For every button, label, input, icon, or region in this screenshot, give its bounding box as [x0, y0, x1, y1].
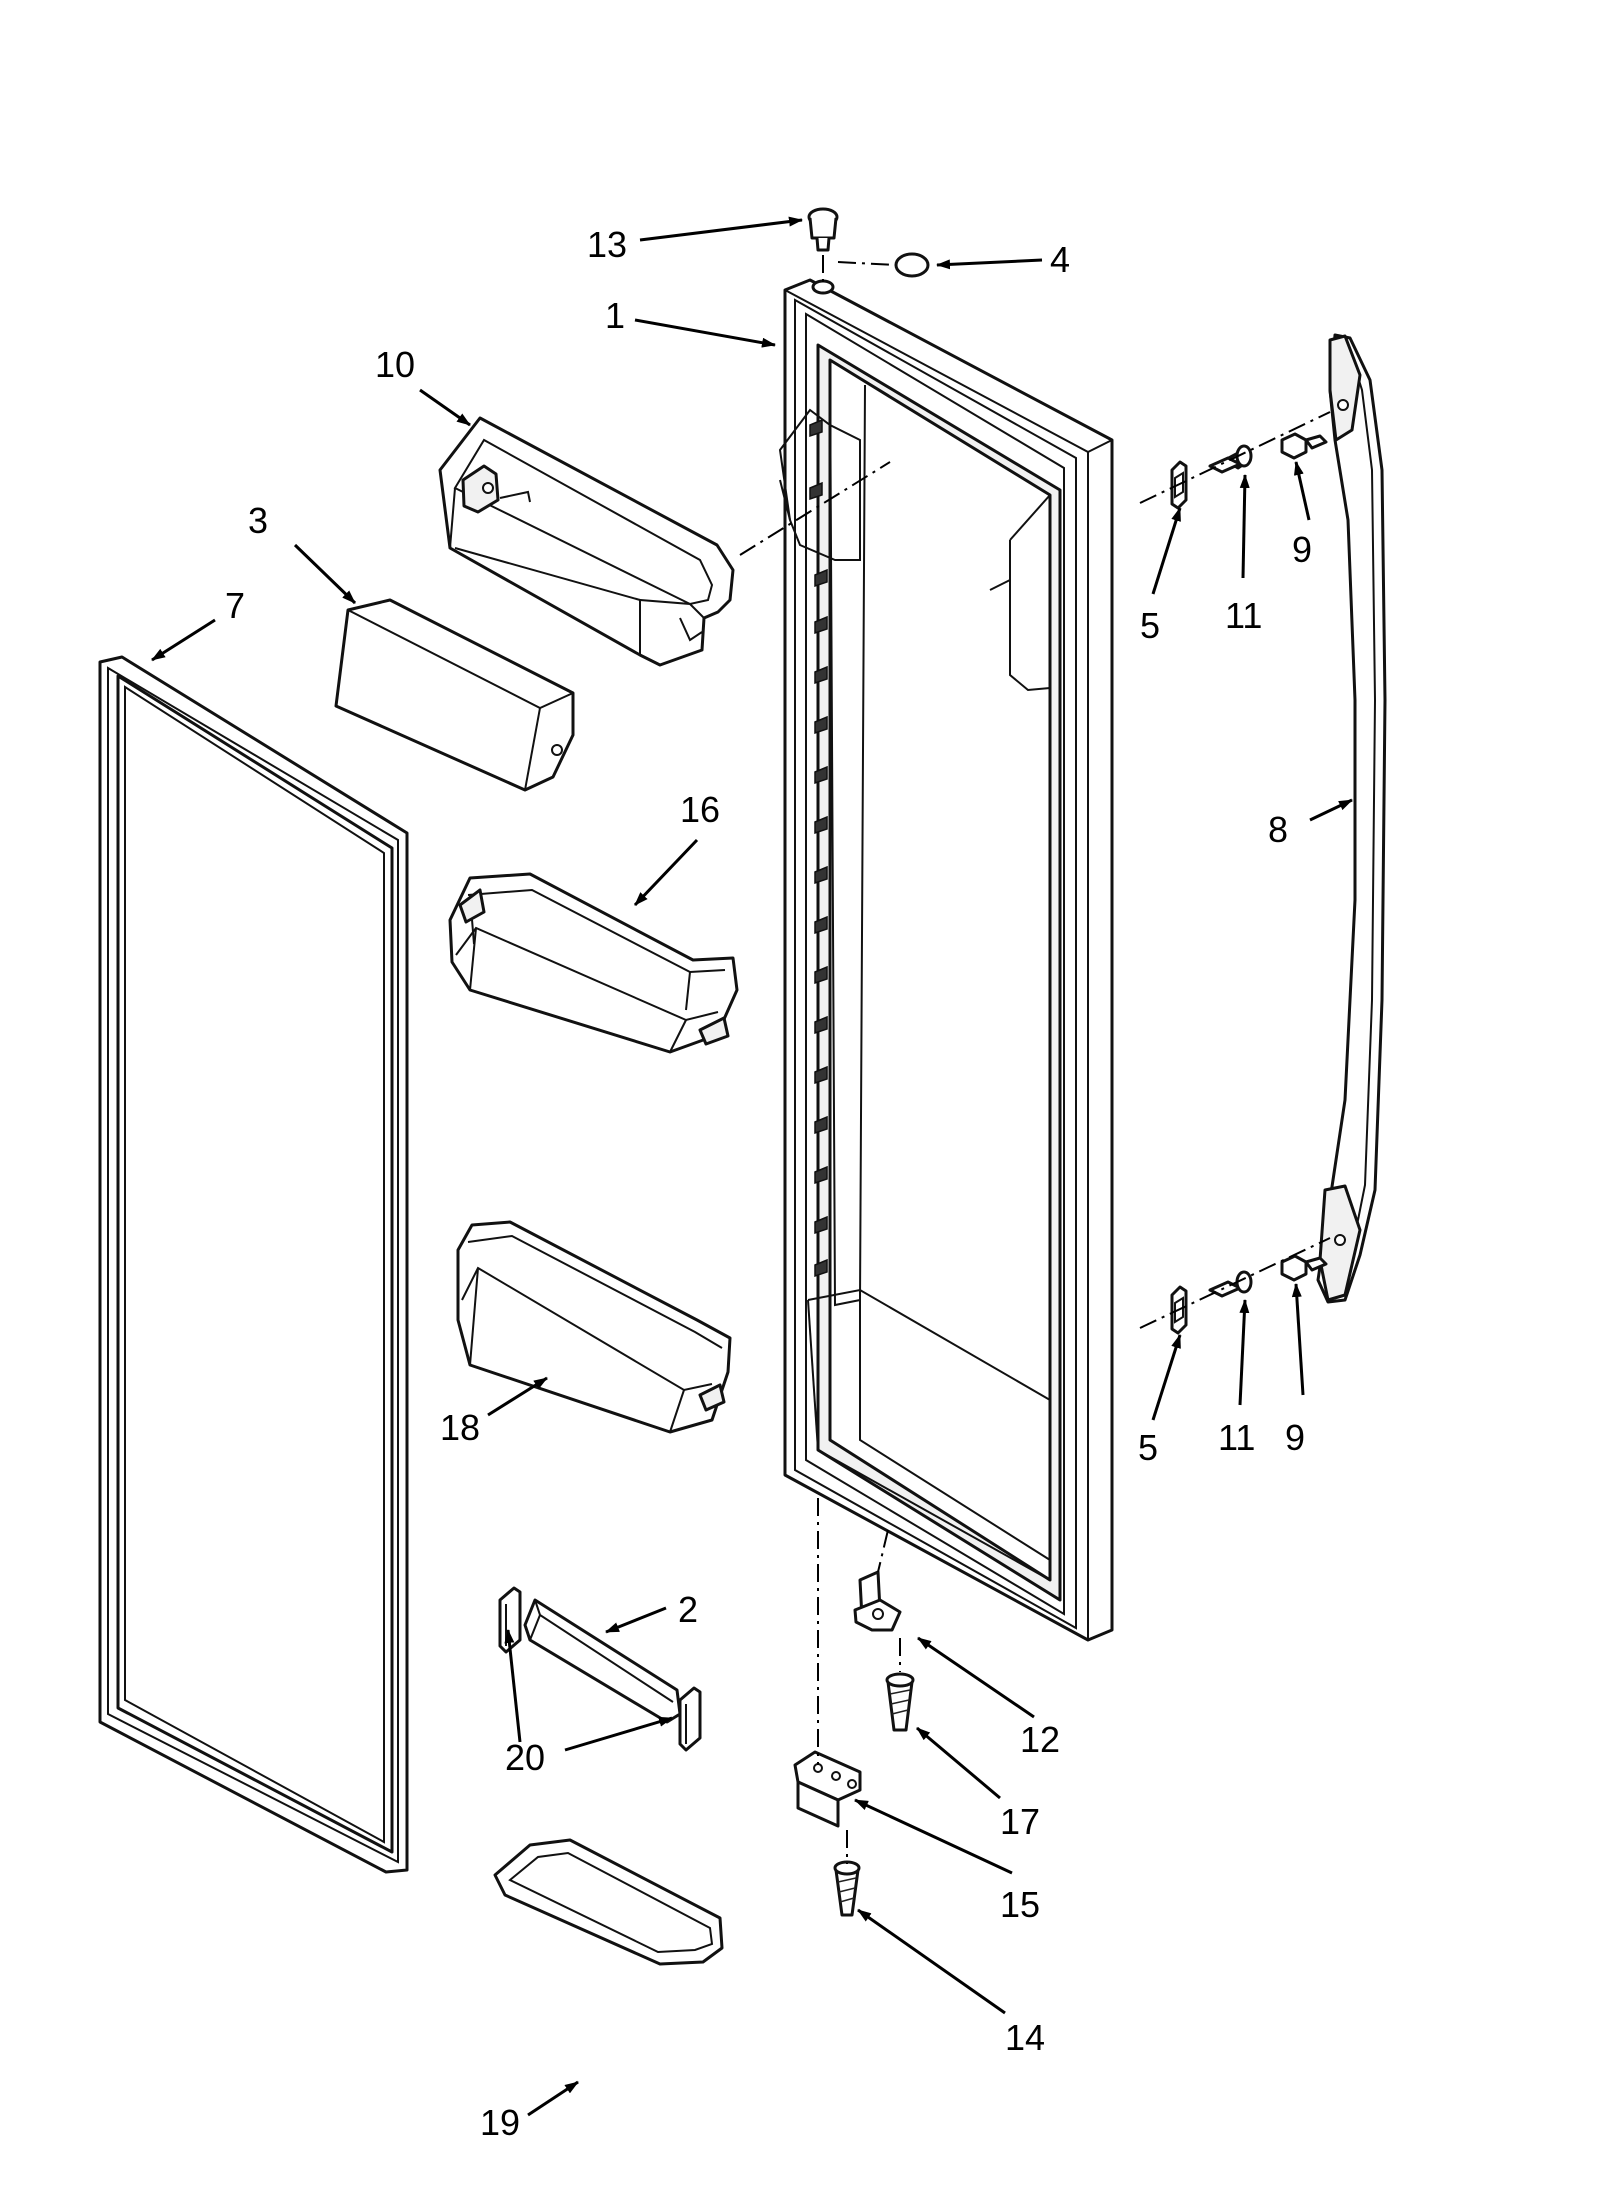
callout-9-upper: 9: [1292, 529, 1312, 570]
hex-bolt-lower: [1280, 1254, 1328, 1282]
callout-4: 4: [1050, 239, 1070, 280]
callout-9-lower: 9: [1285, 1417, 1305, 1458]
hinge-plug: [894, 252, 930, 278]
callout-12: 12: [1020, 1719, 1060, 1760]
callout-11-upper: 11: [1225, 595, 1262, 636]
callout-10: 10: [375, 344, 415, 385]
callout-15: 15: [1000, 1884, 1040, 1925]
bottom-hinge-plate: [793, 1750, 862, 1828]
callout-19: 19: [480, 2102, 520, 2143]
shelf-rail: [523, 1598, 682, 1724]
callout-13: 13: [587, 224, 627, 265]
hinge-bushing: [807, 207, 839, 252]
callout-18: 18: [440, 1407, 480, 1448]
callout-11-lower: 11: [1218, 1417, 1255, 1458]
shelf-notches: [809, 418, 828, 1278]
callout-5-upper: 5: [1140, 605, 1160, 646]
callout-17: 17: [1000, 1801, 1040, 1842]
lower-hinge-pin: [853, 1570, 902, 1632]
callout-16: 16: [680, 789, 720, 830]
callout-2: 2: [678, 1589, 698, 1630]
leader-lines: [151, 216, 1353, 2117]
door-bin-lower: [456, 1220, 732, 1434]
screw-upper: [1208, 444, 1253, 474]
hinge-screw: [885, 1672, 915, 1732]
door-gasket: [98, 655, 409, 1874]
callout-labels: 13 4 1 10 3 7 16 18 2 20 19 12 17 15 14 …: [225, 224, 1312, 2143]
callout-14: 14: [1005, 2017, 1045, 2058]
plate-screw: [833, 1860, 861, 1917]
drip-tray: [493, 1838, 724, 1966]
door-assembly: [778, 278, 1114, 1642]
callout-3: 3: [248, 500, 268, 541]
door-bin-upper: [448, 872, 739, 1054]
dispenser-cover: [334, 598, 575, 792]
callout-20: 20: [505, 1737, 545, 1778]
callout-5-lower: 5: [1138, 1427, 1158, 1468]
dispenser-housing: [438, 416, 735, 667]
callout-1: 1: [605, 295, 625, 336]
assembly-centerlines: [739, 255, 1331, 1864]
door-handle: [1316, 333, 1387, 1304]
screw-lower: [1208, 1270, 1253, 1298]
callout-8: 8: [1268, 809, 1288, 850]
callout-7: 7: [225, 585, 245, 626]
hex-bolt-upper: [1280, 432, 1328, 460]
